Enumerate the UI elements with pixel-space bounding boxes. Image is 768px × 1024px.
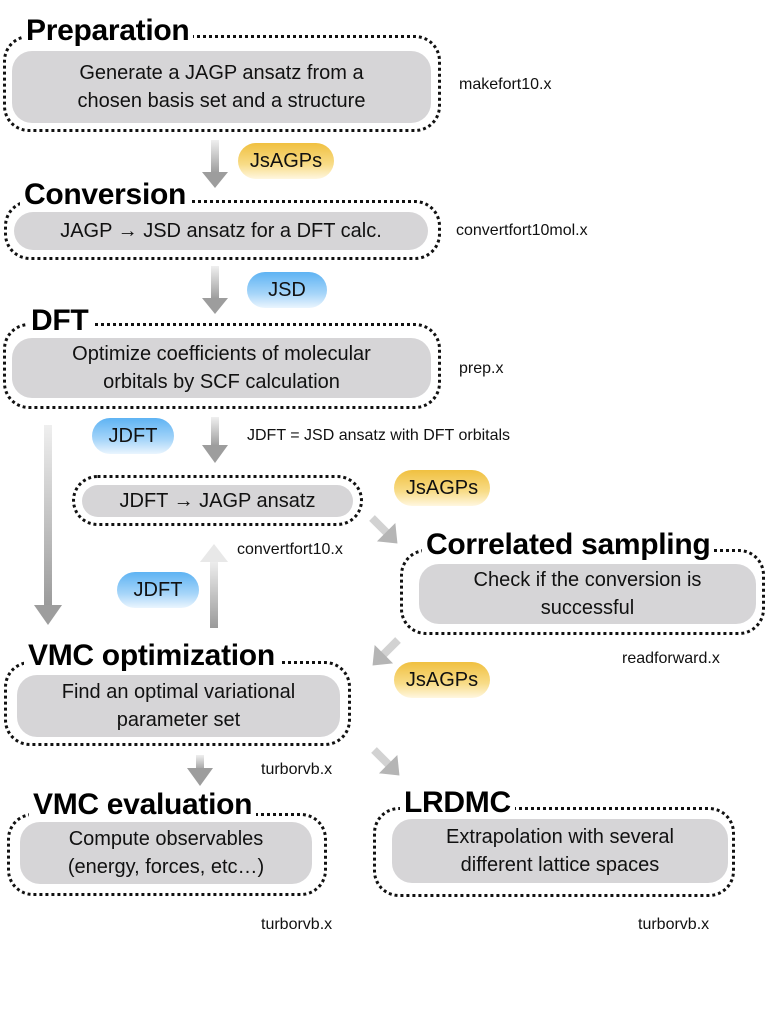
vmc-evaluation-title: VMC evaluation	[29, 790, 257, 820]
arrow-jdft-jagp-to-correlated	[369, 515, 398, 544]
tag-jsagps: JsAGPs	[394, 470, 490, 506]
conversion-title: Conversion	[20, 180, 191, 210]
conversion-description: JAGP → JSD ansatz for a DFT calc.	[14, 212, 428, 250]
vmc-optimization-program: turborvb.x	[261, 761, 333, 778]
dft-stage	[3, 323, 441, 409]
preparation-stage	[3, 35, 441, 132]
arrow-dft-to-jdft-jagp	[202, 417, 228, 463]
lrdmc-program: turborvb.x	[638, 916, 710, 933]
tag-jsagps: JsAGPs	[238, 143, 334, 179]
conversion-stage	[4, 200, 441, 260]
arrow-vmc-opt-to-lrdmc	[371, 747, 400, 776]
correlated-sampling-program: readforward.x	[622, 650, 720, 667]
tag-jdft: JDFT	[117, 572, 199, 608]
arrow-conversion-to-dft	[202, 266, 228, 314]
correlated-sampling-description: Check if the conversion is successful	[419, 564, 756, 624]
tag-jsagps: JsAGPs	[394, 662, 490, 698]
arrow-vmc-to-jdft-jagp	[200, 544, 228, 628]
lrdmc-stage	[373, 807, 735, 897]
arrow-vmc-opt-to-eval	[187, 755, 213, 786]
preparation-program: makefort10.x	[459, 76, 552, 93]
vmc-evaluation-description: Compute observables (energy, forces, etc…	[20, 822, 312, 884]
vmc-evaluation-program: turborvb.x	[261, 916, 333, 933]
arrow-correlated-to-vmc	[372, 637, 401, 666]
vmc-optimization-title: VMC optimization	[24, 641, 279, 671]
jdft-to-jagp-stage	[72, 475, 363, 526]
dft-program: prep.x	[459, 360, 504, 377]
jdft-to-jagp-program: convertfort10.x	[237, 541, 343, 558]
tag-jdft: JDFT	[92, 418, 174, 454]
tag-jsd: JSD	[247, 272, 327, 308]
preparation-title: Preparation	[22, 16, 194, 46]
conversion-program: convertfort10mol.x	[456, 222, 588, 239]
correlated-sampling-title: Correlated sampling	[422, 530, 715, 560]
dft-description: Optimize coefficients of molecular orbit…	[12, 338, 431, 398]
dft-title: DFT	[27, 306, 93, 336]
jdft-definition-note: JDFT = JSD ansatz with DFT orbitals	[247, 427, 511, 444]
lrdmc-description: Extrapolation with several different lat…	[392, 819, 728, 883]
arrow-prep-to-conversion	[202, 140, 228, 188]
jdft-to-jagp-description: JDFT → JAGP ansatz	[82, 485, 353, 517]
preparation-description: Generate a JAGP ansatz from a chosen bas…	[12, 51, 431, 123]
arrow-dft-to-vmc-optimization	[34, 425, 62, 625]
lrdmc-title: LRDMC	[400, 788, 515, 818]
vmc-optimization-description: Find an optimal variational parameter se…	[17, 675, 340, 737]
